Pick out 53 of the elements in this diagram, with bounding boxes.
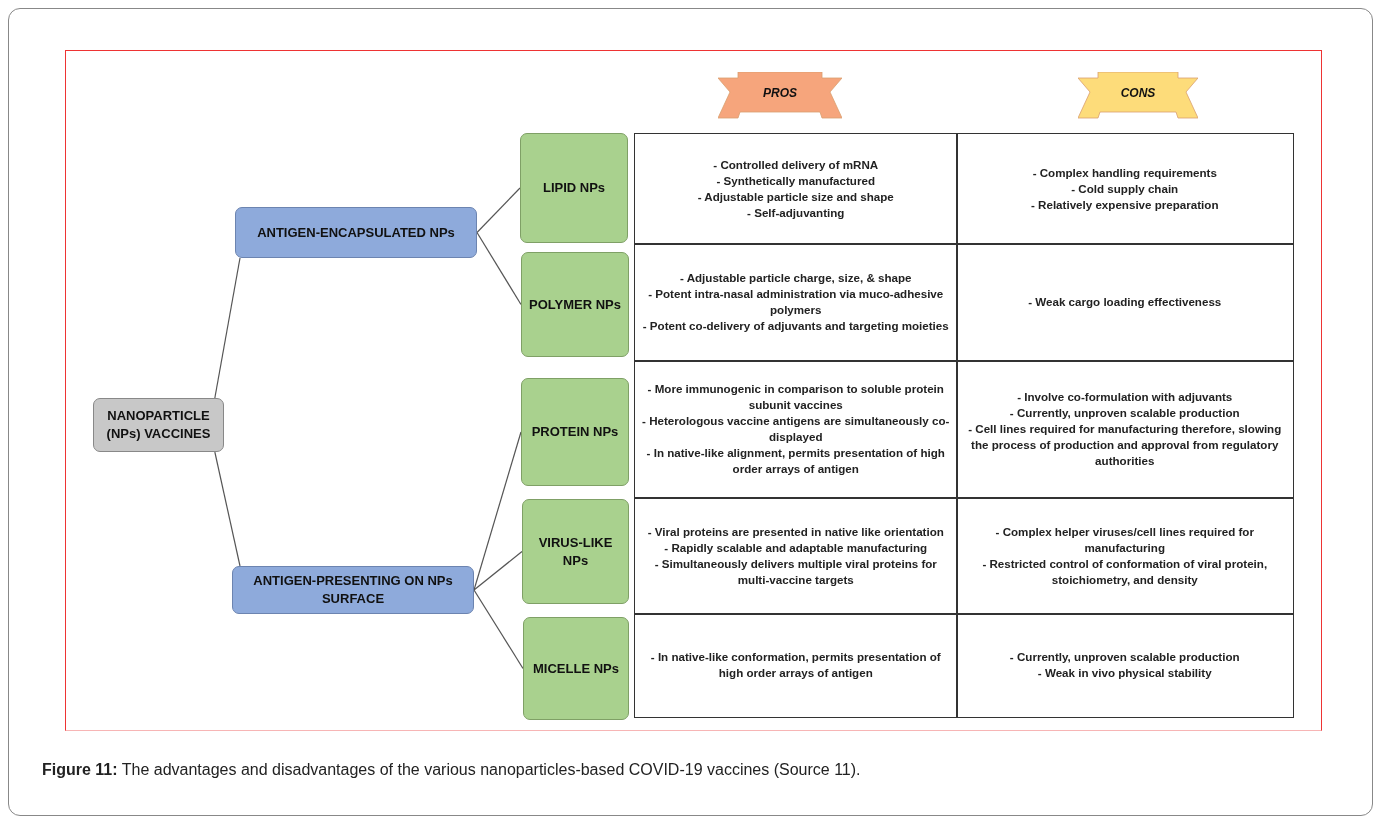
bullet-text: - Weak in vivo physical stability <box>1037 665 1212 682</box>
bullet-text: - Heterologous vaccine antigens are simultaneously co-displayed <box>641 413 951 446</box>
type-box <box>522 499 629 604</box>
bullet-text: - Potent intra-nasal administration via muco-adhesive polymers <box>647 286 945 319</box>
bullet-text: - Weak cargo loading effectiveness <box>1028 294 1222 311</box>
bullet-text: - Synthetically manufactured <box>716 172 875 189</box>
bullet-text: - Relatively expensive preparation <box>1031 196 1219 213</box>
bullet-text: - Adjustable particle size and shape <box>697 188 894 205</box>
bullet-text: - Simultaneously delivers multiple viral proteins for multi-vaccine targets <box>653 555 938 588</box>
bullet-text: - More immunogenic in comparison to soluble protein subunit vaccines <box>646 381 945 414</box>
type-box <box>520 133 628 243</box>
node-label: CONS <box>1120 84 1156 102</box>
bullet-text: - In native-like alignment, permits presentation of high order arrays of antigen <box>645 445 946 478</box>
bullet-text: - Rapidly scalable and adaptable manufacturing <box>664 539 928 556</box>
type-box <box>523 617 629 720</box>
bullet-text: - Involve co-formulation with adjuvants <box>1017 389 1233 406</box>
bullet-text: - In native-like conformation, permits presentation of high order arrays of antigen <box>649 649 942 682</box>
node-label: LIPID NPs <box>542 179 606 197</box>
bullet-text: - Viral proteins are presented in native like orientation <box>647 523 944 540</box>
node-label: POLYMER NPs <box>529 295 621 314</box>
connector-line <box>214 257 241 399</box>
node-label: VIRUS-LIKE NPs <box>537 533 614 570</box>
type-box <box>521 252 629 357</box>
bullet-text: - Controlled delivery of mRNA <box>713 156 879 173</box>
ribbon-banner <box>718 72 842 120</box>
connector-line <box>473 589 524 670</box>
connector-line <box>476 187 521 234</box>
bullet-text: - Cell lines required for manufacturing therefore, slowing the process of production and approval from regulatory authorities <box>967 421 1283 470</box>
node-label: PROTEIN NPs <box>531 423 619 441</box>
connector-line <box>214 451 241 567</box>
root-box <box>93 398 224 452</box>
category-box <box>235 207 477 258</box>
node-label: ANTIGEN-ENCAPSULATED NPs <box>257 223 455 242</box>
bullet-text: - Self-adjuvanting <box>747 204 845 221</box>
type-box <box>521 378 629 486</box>
category-box <box>232 566 474 614</box>
bullet-text: - Currently, unproven scalable production <box>1009 405 1240 422</box>
connector-line <box>473 550 523 591</box>
bullet-text: - Adjustable particle charge, size, & shape <box>680 270 912 287</box>
connector-line <box>473 431 522 591</box>
figure-caption: Figure 11: The advantages and disadvantages of the various nanoparticles-based COVID-19 vaccines (Source 11). <box>42 761 861 779</box>
ribbon-banner <box>1078 72 1198 120</box>
bullet-text: - Cold supply chain <box>1071 180 1179 197</box>
bullet-text: - Currently, unproven scalable production <box>1009 649 1240 666</box>
bullet-text: - Complex handling requirements <box>1032 164 1217 181</box>
node-label: NANOPARTICLE (NPs) VACCINES <box>105 407 212 443</box>
bullet-text: - Potent co-delivery of adjuvants and targeting moieties <box>642 318 949 335</box>
node-label: ANTIGEN-PRESENTING ON NPs SURFACE <box>252 572 454 608</box>
bullet-text: - Restricted control of conformation of viral protein, stoichiometry, and density <box>981 555 1269 588</box>
connector-line <box>476 231 522 306</box>
node-label: MICELLE NPs <box>533 659 619 678</box>
node-label: PROS <box>763 84 797 102</box>
bullet-text: - Complex helper viruses/cell lines required for manufacturing <box>994 523 1255 556</box>
